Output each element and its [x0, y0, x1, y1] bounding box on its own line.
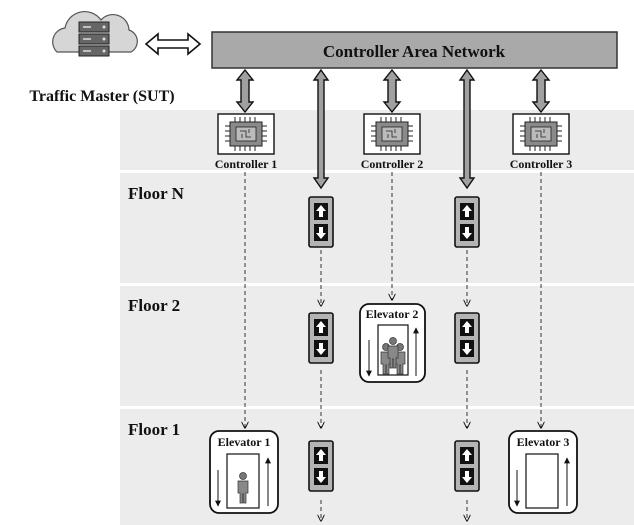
bus-controller-arrows	[235, 68, 551, 114]
elevator-2-label: Elevator 2	[366, 307, 419, 321]
controller-2: Controller 2	[361, 113, 424, 171]
bus-callpanel-arrows	[312, 68, 476, 190]
controller-2-label: Controller 2	[361, 157, 424, 171]
floor-band-n	[120, 173, 634, 283]
call-panel-2-right	[454, 312, 480, 364]
floor-label-n: Floor N	[128, 184, 184, 203]
floor-label-1: Floor 1	[128, 420, 181, 439]
dashed-control-lines	[245, 172, 541, 521]
call-panel-n-right	[454, 196, 480, 248]
traffic-master-label: Traffic Master (SUT)	[29, 88, 174, 105]
controller-3: Controller 3	[510, 113, 573, 171]
elevator-1-label: Elevator 1	[218, 435, 271, 449]
controller-1-label: Controller 1	[215, 157, 278, 171]
elevator-3: Elevator 3	[508, 430, 578, 514]
can-bus-bar	[211, 31, 618, 69]
call-panel-1-left	[308, 440, 334, 492]
floor-label-2: Floor 2	[128, 296, 181, 315]
controller-1: Controller 1	[215, 113, 278, 171]
elevator-2: Elevator 2	[359, 303, 426, 383]
call-panel-2-left	[308, 312, 334, 364]
call-panel-n-left	[308, 196, 334, 248]
can-bus-label: Controller Area Network	[323, 42, 506, 61]
call-panel-1-right	[454, 440, 480, 492]
controller-3-label: Controller 3	[510, 157, 573, 171]
server-cloud-icon	[52, 10, 138, 57]
master-bus-double-arrow	[144, 32, 202, 56]
elevator-1: Elevator 1	[209, 430, 279, 514]
elevator-3-label: Elevator 3	[517, 435, 570, 449]
